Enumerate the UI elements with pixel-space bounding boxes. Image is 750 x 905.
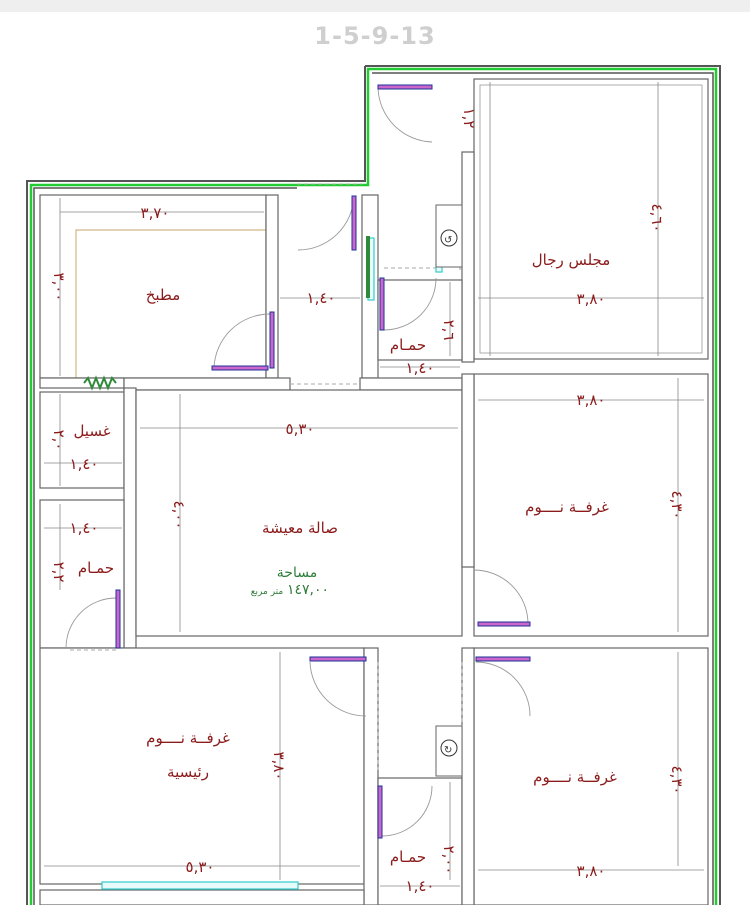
room-bath-bottom: حمـام: [390, 848, 426, 866]
room-living: صالة معيشة: [262, 519, 338, 537]
room-master-line1: غرفــة نــــوم: [146, 729, 230, 747]
dimension-lines: [44, 82, 704, 887]
dim-master-width: ٥,٣٠: [186, 858, 215, 876]
dim-bath-bottom-height: ٢,٠٠: [440, 846, 458, 875]
dim-kitchen-height: ٣,٠٠: [50, 273, 68, 302]
room-bath-left: حمـام: [78, 559, 114, 577]
dim-corridor-width: ١,٤٠: [307, 289, 336, 307]
vent-unit-top: ↺: [435, 204, 463, 268]
outer-walls: [26, 65, 721, 905]
dim-bath-bottom-width: ١,٤٠: [406, 877, 435, 895]
area-label: مساحة: [277, 565, 317, 581]
dim-bath-left-height: ٢,٢: [50, 562, 68, 583]
door-leaves: [115, 84, 531, 839]
dim-laundry-width: ١,٤٠: [70, 455, 99, 473]
area-value: ١٤٧,٠٠: [287, 582, 329, 598]
area-unit: متر مربع: [251, 587, 284, 597]
svg-text:↺: ↺: [444, 235, 452, 246]
dim-kitchen-width: ٣,٧٠: [141, 204, 170, 222]
room-laundry: غسيل: [73, 422, 110, 440]
room-kitchen: مطبخ: [146, 286, 181, 304]
room-bed-right-2: غرفــة نــــوم: [533, 768, 617, 786]
dim-bed1-width: ٣,٨٠: [577, 391, 606, 409]
dim-bath-mid-height: ٢,٦: [440, 320, 458, 341]
dim-living-width: ٥,٣٠: [286, 420, 315, 438]
openings: [70, 183, 463, 770]
dim-majlis-width: ٣,٨٠: [577, 290, 606, 308]
dim-master-height: ٣,٨٠: [270, 752, 288, 781]
room-master-line2: رئيسية: [167, 763, 209, 781]
dim-bed2-height: ٤,٣٠: [668, 766, 686, 795]
door-swings: [65, 87, 531, 837]
vent-unit-bottom: ↻: [435, 725, 463, 777]
interior-walls: [39, 78, 709, 905]
room-majlis: مجلس رجال: [532, 251, 611, 269]
dim-majlis-height: ٤,٦٠: [648, 204, 666, 233]
dim-bed2-width: ٣,٨٠: [577, 862, 606, 880]
dim-living-height: ٤,٠٠: [170, 501, 188, 530]
room-bed-right-1: غرفــة نــــوم: [525, 498, 609, 516]
plan-title: 1-5-9-13: [314, 22, 436, 50]
dim-bath-left-width: ١,٤٠: [70, 519, 99, 537]
dim-bed1-height: ٤,٣٠: [668, 491, 686, 520]
site-outline: [29, 67, 718, 905]
window-green-frame: [366, 236, 370, 298]
svg-text:↻: ↻: [444, 745, 452, 756]
top-bar: [0, 0, 750, 12]
dim-laundry-height: ٢,٠: [50, 430, 68, 451]
room-bath-mid: حمـام: [390, 336, 426, 354]
zigzag-marker: [83, 375, 117, 391]
dim-bath-mid-width: ١,٤٠: [406, 359, 435, 377]
dim-entry-height: ١,٢: [460, 108, 478, 129]
